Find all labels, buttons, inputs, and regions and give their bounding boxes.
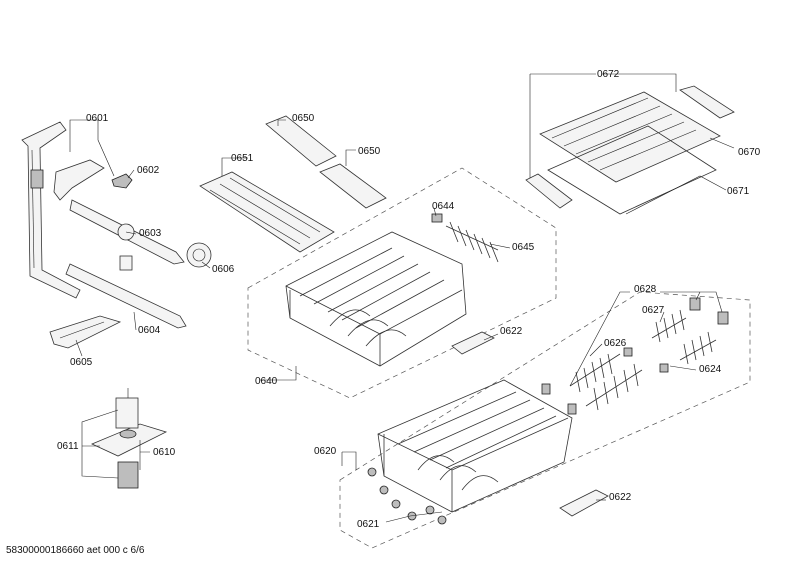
lower-rack xyxy=(377,379,573,513)
part-label-0628: 0628 xyxy=(634,284,657,295)
part-label-0605: 0605 xyxy=(70,357,93,368)
part-label-0602: 0602 xyxy=(137,165,160,176)
filter-assembly xyxy=(91,388,168,489)
tine-clips xyxy=(541,347,669,415)
part-label-0606: 0606 xyxy=(212,264,235,275)
part-label-0650-b: 0650 xyxy=(358,146,381,157)
part-label-0651: 0651 xyxy=(231,153,254,164)
part-label-0640: 0640 xyxy=(255,376,278,387)
spray-arm-nut xyxy=(111,173,133,189)
part-label-0622-b: 0622 xyxy=(609,492,632,503)
part-label-0604: 0604 xyxy=(138,325,161,336)
part-label-0672: 0672 xyxy=(597,69,620,80)
lower-rack-group-outline xyxy=(339,291,751,549)
rack-handle-upper xyxy=(451,331,495,355)
upper-rack-clip xyxy=(431,213,443,223)
fold-down-tines-left xyxy=(569,353,621,393)
spray-arm-connector xyxy=(119,255,133,271)
cutlery-holder-strip-2 xyxy=(319,163,387,209)
spray-arm-supply-pipe xyxy=(21,121,81,299)
part-label-0671: 0671 xyxy=(727,186,750,197)
leader-lines xyxy=(69,73,735,523)
third-rack-drawer xyxy=(539,91,721,183)
upper-spray-arm-holder xyxy=(53,159,105,201)
third-rack-end-cap xyxy=(679,85,735,119)
tine-row-upper xyxy=(445,221,499,263)
spray-arm-cover xyxy=(49,315,122,349)
part-label-0644: 0644 xyxy=(432,201,455,212)
part-label-0626: 0626 xyxy=(604,338,627,349)
cutlery-insert-left xyxy=(199,171,335,253)
filter-disc xyxy=(186,242,212,268)
third-rack-side-clip xyxy=(525,173,573,209)
part-label-0603: 0603 xyxy=(139,228,162,239)
part-label-0622-a: 0622 xyxy=(500,326,523,337)
part-label-0611: 0611 xyxy=(57,441,79,452)
part-label-0670: 0670 xyxy=(738,147,761,158)
lower-spray-arm xyxy=(65,263,187,329)
third-rack-rail xyxy=(547,125,717,215)
document-footer-code: 58300000186660 aet 000 c 6/6 xyxy=(6,545,145,556)
part-label-0627: 0627 xyxy=(642,305,665,316)
part-label-0620: 0620 xyxy=(314,446,337,457)
rack-handle-lower xyxy=(559,489,609,517)
tine-hinge-parts xyxy=(689,297,729,325)
part-label-0610: 0610 xyxy=(153,447,176,458)
upper-rack xyxy=(285,231,467,367)
cutlery-holder-strip-1 xyxy=(265,115,337,167)
fold-down-tines-right xyxy=(585,363,643,411)
part-label-0601: 0601 xyxy=(86,113,109,124)
part-label-0645: 0645 xyxy=(512,242,535,253)
part-label-0650-a: 0650 xyxy=(292,113,315,124)
part-label-0624: 0624 xyxy=(699,364,722,375)
part-label-0621: 0621 xyxy=(357,519,380,530)
small-tine-rack xyxy=(651,309,717,365)
upper-rack-group-outline xyxy=(247,167,557,399)
lower-rack-wheels xyxy=(367,467,447,525)
